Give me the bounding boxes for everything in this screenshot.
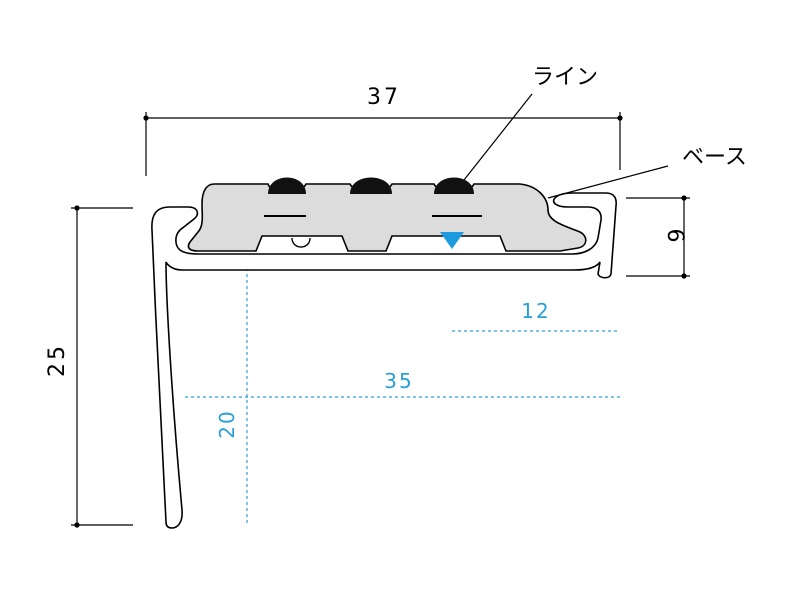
guide-35-label: 35 xyxy=(384,369,413,393)
dimension-6-label: 6 xyxy=(662,229,687,246)
guide-12-label: 12 xyxy=(521,299,550,323)
line-strip-2 xyxy=(350,177,392,194)
line-strip-1 xyxy=(268,177,306,194)
base-insert xyxy=(187,183,587,252)
label-line: ライン xyxy=(532,65,598,90)
guide-20: 20 xyxy=(215,268,248,525)
dimension-25-label: 25 xyxy=(45,343,70,377)
blue-marker-icon xyxy=(440,232,464,249)
dimension-width-37: 37 xyxy=(143,85,623,176)
guide-12: 12 xyxy=(452,299,620,332)
dimension-height-25: 25 xyxy=(45,205,133,528)
label-base: ベース xyxy=(682,145,747,170)
label-line-callout: ライン xyxy=(463,65,598,181)
label-base-callout: ベース xyxy=(547,145,747,199)
guide-35: 35 xyxy=(185,369,620,398)
line-strips xyxy=(268,177,474,194)
dimension-height-6: 6 xyxy=(626,195,690,279)
dimension-37-label: 37 xyxy=(367,85,401,110)
guide-20-label: 20 xyxy=(215,409,239,438)
metal-housing-profile xyxy=(151,192,617,529)
line-strip-3 xyxy=(434,177,474,194)
